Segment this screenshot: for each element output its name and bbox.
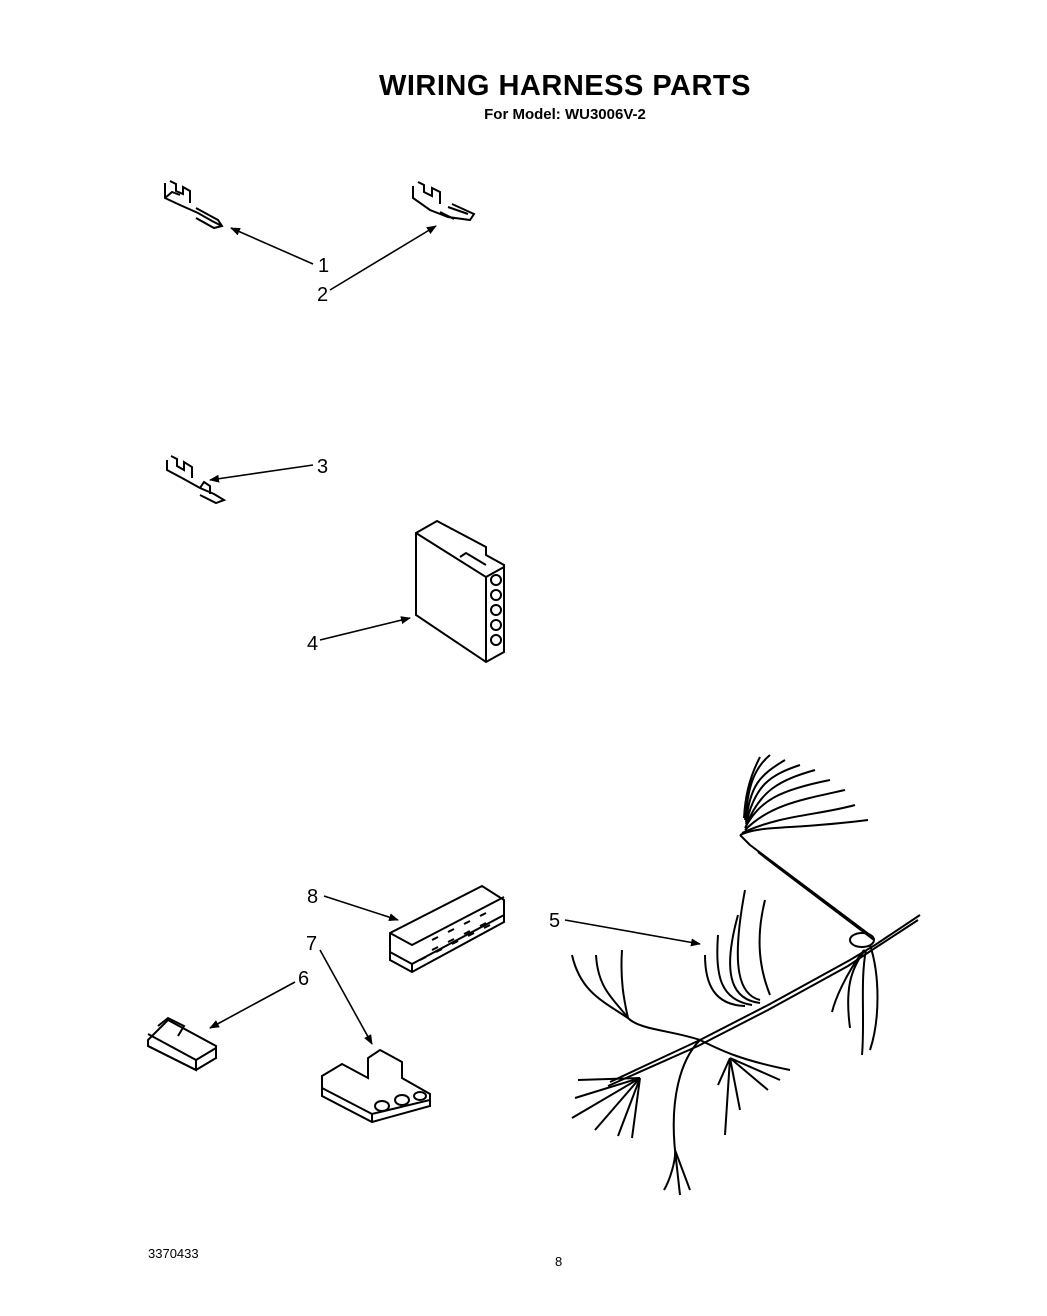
part-1-terminal [164, 180, 224, 230]
callout-2: 2 [317, 284, 328, 306]
part-5-harness [571, 754, 921, 1196]
page-number: 8 [555, 1254, 563, 1269]
callout-4: 4 [307, 633, 318, 655]
part-3-terminal [166, 455, 227, 505]
part-4-connector [415, 519, 505, 664]
callout-3: 3 [317, 456, 328, 478]
model-subtitle: For Model: WU3006V-2 [484, 106, 646, 123]
page-title: WIRING HARNESS PARTS [379, 70, 751, 102]
part-2-terminal [412, 181, 476, 222]
document-number: 3370433 [148, 1246, 199, 1261]
callout-5: 5 [549, 910, 560, 932]
part-8-connector [389, 884, 505, 974]
callout-1: 1 [318, 255, 329, 277]
callout-7: 7 [306, 933, 317, 955]
callout-6: 6 [298, 968, 309, 990]
part-6-connector [147, 1016, 217, 1072]
callout-8: 8 [307, 886, 318, 908]
part-7-connector [321, 1048, 431, 1124]
leader-lines [209, 225, 701, 1045]
